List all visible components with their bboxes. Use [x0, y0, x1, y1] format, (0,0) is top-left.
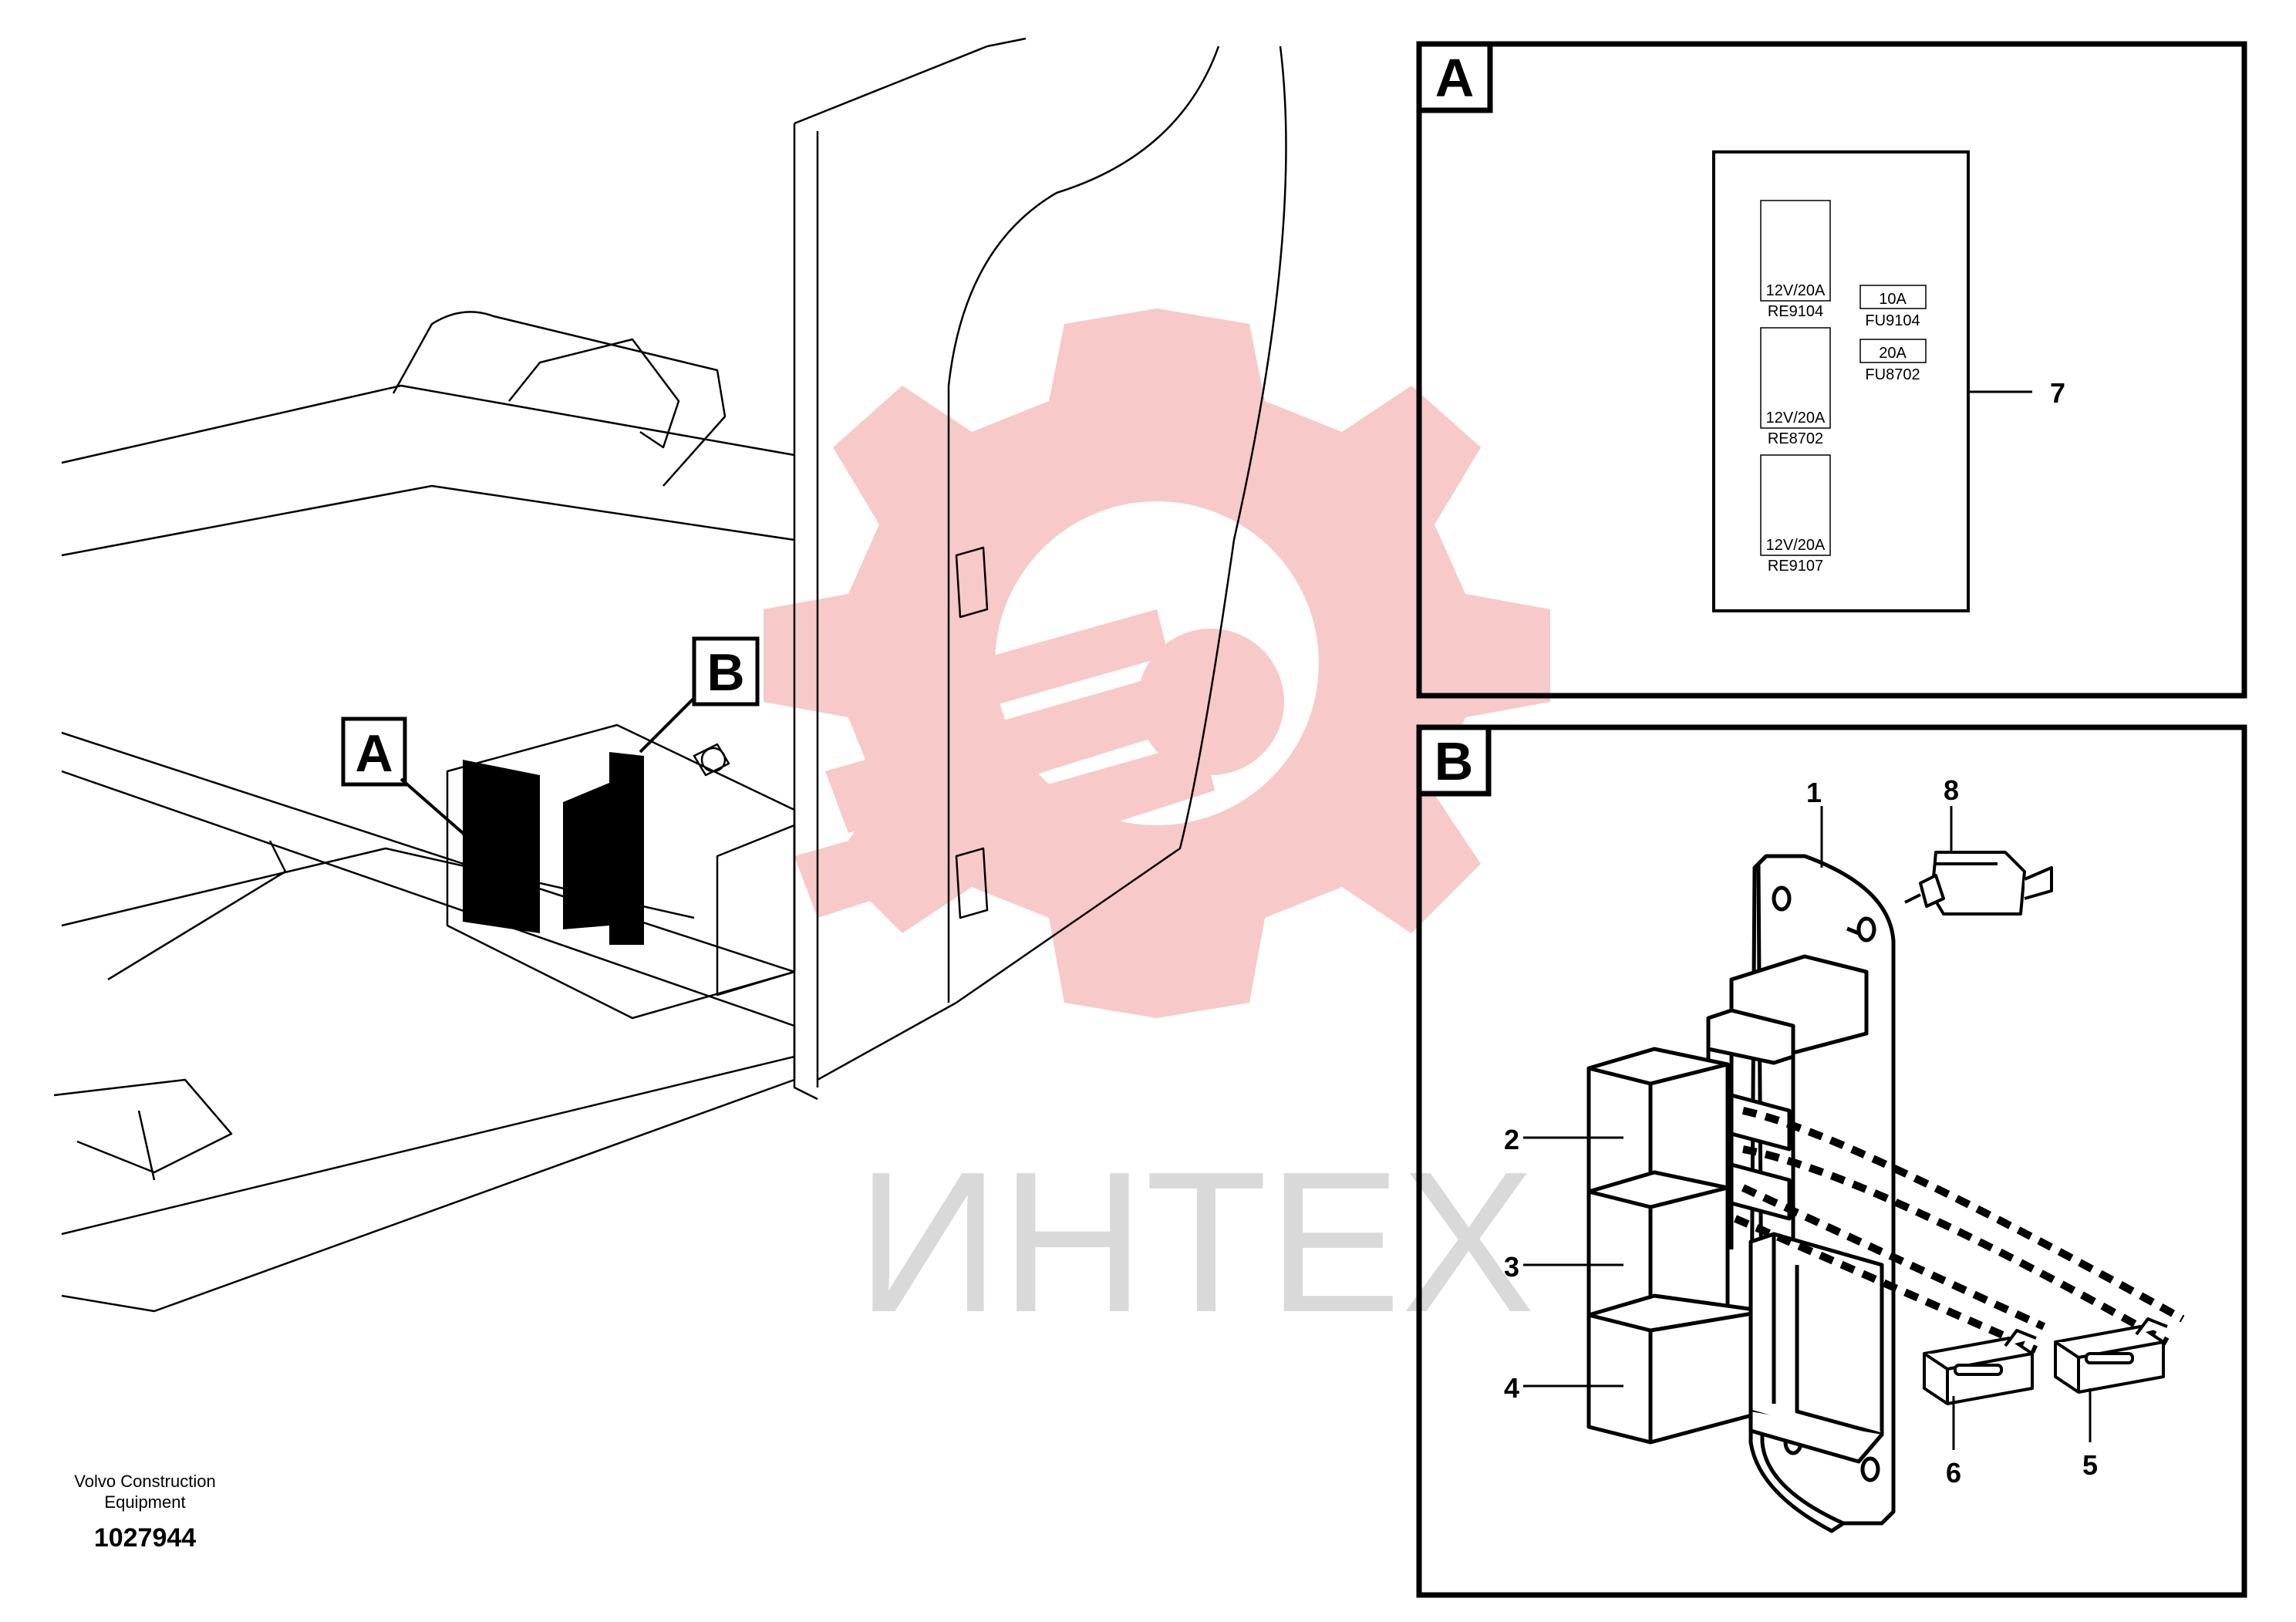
relay-re9107: 12V/20A RE9107: [1760, 454, 1831, 575]
svg-text:FU8702: FU8702: [1865, 366, 1920, 383]
fuse-6: [1923, 1329, 2037, 1405]
svg-text:20A: 20A: [1879, 345, 1907, 362]
svg-text:RE9107: RE9107: [1768, 558, 1823, 575]
svg-text:RE8702: RE8702: [1768, 430, 1823, 447]
callout-4: 4: [1504, 1372, 1519, 1404]
svg-text:10A: 10A: [1879, 291, 1907, 308]
svg-text:12V/20A: 12V/20A: [1766, 410, 1826, 427]
panel-b: B: [1416, 724, 2247, 1598]
callout-3: 3: [1504, 1251, 1519, 1283]
overview-callout-a: A: [341, 717, 466, 837]
wiring-dashed: [1734, 1107, 2185, 1354]
maker-name-line2: Equipment: [104, 1492, 185, 1512]
fuse-holder-8: [1904, 851, 2053, 916]
fuse-5: [2054, 1317, 2168, 1394]
overview-callout-b: B: [639, 636, 760, 754]
fuse-panel-outline: [1712, 150, 1970, 612]
svg-text:RE9104: RE9104: [1768, 303, 1823, 320]
panel-a-tag: A: [1435, 48, 1475, 108]
callout-5: 5: [2082, 1449, 2098, 1481]
relay-2: [1586, 1047, 1730, 1209]
overview-fuse-box: [463, 752, 644, 945]
svg-text:12V/20A: 12V/20A: [1766, 282, 1826, 299]
drawing-number: 1027944: [94, 1523, 196, 1553]
machine-overview: [53, 37, 1287, 1313]
fuse-holder-channel: [1748, 1232, 1884, 1464]
svg-text:B: B: [706, 643, 744, 702]
watermark-gear-icon: [764, 309, 1550, 1018]
callout-8: 8: [1944, 774, 1959, 806]
watermark-text: ИНТЕХ: [856, 1131, 1535, 1354]
callout-6: 6: [1946, 1457, 1961, 1489]
relay-top-block: [1706, 954, 1869, 1249]
fuse-fu8702: 20A FU8702: [1859, 339, 1927, 383]
watermark: ИНТЕХ: [764, 309, 1550, 1354]
fuse-fu9104: 10A FU9104: [1859, 285, 1927, 329]
svg-text:A: A: [355, 724, 393, 783]
maker-name: Volvo Construction: [74, 1472, 215, 1491]
callout-2: 2: [1504, 1124, 1519, 1155]
svg-text:12V/20A: 12V/20A: [1766, 537, 1826, 554]
relay-re8702: 12V/20A RE8702: [1760, 327, 1831, 447]
relay-re9104: 12V/20A RE9104: [1760, 200, 1831, 320]
relay-4: [1586, 1293, 1768, 1445]
panel-b-callouts: 1 8 2 3 4 6 5: [1504, 774, 2098, 1489]
panel-b-tag: B: [1435, 731, 1474, 791]
svg-text:FU9104: FU9104: [1865, 312, 1920, 329]
callout-7: 7: [2050, 377, 2065, 409]
footer: Volvo Construction Equipment 1027944: [74, 1472, 215, 1553]
panel-a: A 12V/20A RE9104 12V/20A RE8702 12V/20A …: [1416, 41, 2247, 699]
callout-1: 1: [1806, 777, 1822, 808]
